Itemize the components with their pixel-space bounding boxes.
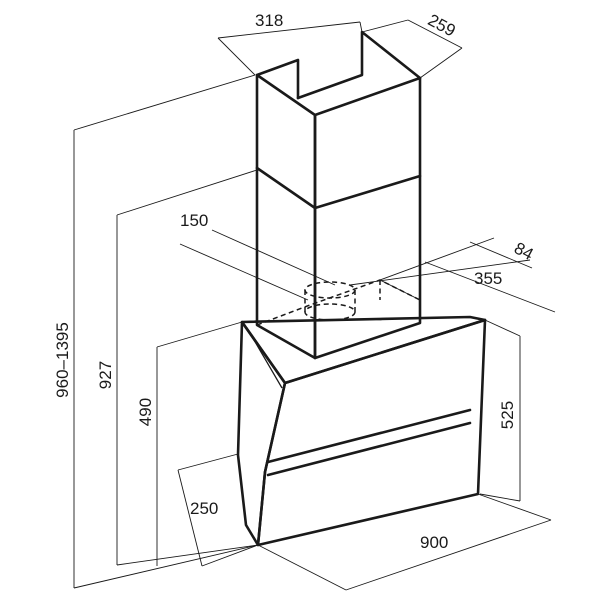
chimney-joint — [255, 166, 422, 210]
ext-line-318-right — [359, 21, 363, 33]
dim-line-150-b — [179, 243, 309, 301]
ext-line-259-top — [361, 19, 409, 33]
dim-line-84 — [469, 241, 533, 269]
dim-line-150-a — [211, 229, 336, 286]
duct-top-ellipse — [304, 281, 356, 299]
hood-inner-edge — [246, 327, 283, 389]
hood-body — [236, 315, 487, 547]
label-front-height: 525 — [498, 401, 517, 429]
dim-line-900 — [345, 519, 552, 591]
dimension-lines — [73, 19, 556, 591]
label-total-height: 960–1395 — [53, 322, 72, 398]
hood-glass-panel — [256, 318, 487, 547]
dim-line-84-a — [379, 237, 495, 281]
label-chimney-width: 318 — [255, 11, 283, 30]
ext-line-318-left — [217, 37, 256, 76]
ext-line-900-left — [257, 544, 347, 591]
chimney — [255, 30, 422, 360]
duct-base-outline — [256, 279, 421, 326]
chimney-top-back — [296, 30, 422, 100]
ext-line-900-right — [477, 493, 552, 521]
label-side-height: 490 — [136, 398, 155, 426]
label-offset-depth: 84 — [511, 238, 537, 264]
ext-line-250-bottom — [201, 544, 259, 567]
hood-control-strip-top — [266, 408, 472, 464]
dim-line-318 — [217, 21, 361, 39]
label-bottom-depth: 250 — [190, 499, 218, 518]
ext-line-525-top — [484, 319, 521, 337]
ext-line-total-top — [73, 74, 256, 131]
dim-line-250 — [177, 469, 203, 567]
dim-line-259 — [407, 19, 463, 49]
label-chimney-depth: 259 — [425, 10, 459, 40]
hood-control-strip-bottom — [266, 421, 472, 477]
ext-line-total-bottom — [73, 544, 259, 589]
ext-line-bottom-left — [116, 544, 259, 566]
chimney-top-left — [255, 58, 300, 100]
dim-line-355 — [424, 261, 556, 313]
ext-line-259 — [419, 47, 463, 79]
label-duct-distance: 355 — [474, 269, 502, 288]
label-bracket-height: 927 — [96, 361, 115, 389]
chimney-right-face — [313, 76, 422, 360]
dimension-labels: 318 259 150 84 355 960–1395 927 490 525 … — [53, 10, 537, 552]
label-duct-diameter: 150 — [180, 211, 208, 230]
label-hood-width: 900 — [420, 533, 448, 552]
ext-line-490-top — [156, 321, 243, 348]
duct-bottom-ellipse — [304, 303, 356, 321]
ext-line-927-top — [116, 169, 258, 216]
ext-line-250-top — [177, 453, 239, 471]
chimney-front-face — [255, 73, 317, 360]
ext-line-525-bottom — [479, 493, 521, 502]
